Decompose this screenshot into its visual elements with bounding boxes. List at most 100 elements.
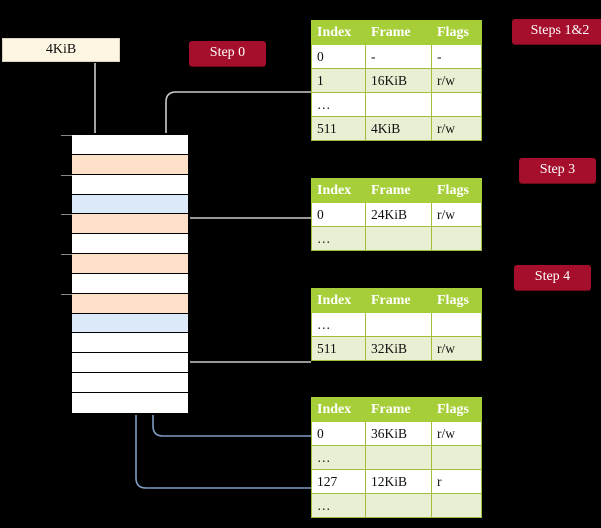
column-header-flags: Flags [431, 20, 482, 45]
column-header-frame: Frame [365, 178, 432, 203]
table-cell-flags: r/w [431, 336, 482, 361]
table-cell-index: 511 [311, 336, 366, 361]
column-header-index: Index [311, 20, 366, 45]
table-cell-frame [365, 226, 432, 251]
column-header-flags: Flags [431, 397, 482, 422]
column-header-index: Index [311, 178, 366, 203]
column-header-frame: Frame [365, 397, 432, 422]
badge-steps-1-2-label: Steps 1&2 [530, 23, 590, 38]
table-cell-index: … [311, 92, 366, 117]
memory-frame-row [72, 214, 188, 235]
table-row: … [311, 445, 482, 470]
table-cell-frame [365, 493, 432, 518]
table-row: 0-- [311, 44, 482, 69]
virtual-address-box: 4KiB [2, 38, 120, 62]
memory-frame-row [72, 313, 188, 334]
wire-lvl2-lookup [169, 314, 311, 363]
memory-frame-tick [61, 214, 72, 216]
table-cell-index: … [311, 226, 366, 251]
memory-frame-row [72, 373, 188, 393]
table-cell-index: … [311, 445, 366, 470]
table-cell-frame: 12KiB [365, 469, 432, 494]
table-cell-index: 1 [311, 68, 366, 93]
table-cell-frame [365, 445, 432, 470]
table-cell-index: 0 [311, 421, 366, 446]
table-cell-flags [431, 445, 482, 470]
column-header-flags: Flags [431, 178, 482, 203]
table-cell-frame: 16KiB [365, 68, 432, 93]
column-header-frame: Frame [365, 288, 432, 313]
table-cell-flags: r/w [431, 116, 482, 141]
memory-frame-row [72, 234, 188, 255]
memory-frame-row [72, 254, 188, 274]
memory-frame-tick [61, 174, 72, 176]
table-cell-index: 0 [311, 202, 366, 227]
table-cell-index: 0 [311, 44, 366, 69]
table-cell-frame [365, 312, 432, 337]
table-cell-index: 511 [311, 116, 366, 141]
memory-frame-row [72, 174, 188, 195]
memory-frame-row [72, 293, 188, 314]
table-cell-index: 127 [311, 469, 366, 494]
column-header-index: Index [311, 288, 366, 313]
memory-frame-tick [61, 135, 72, 136]
badge-step-3: Step 3 [519, 158, 596, 183]
table-cell-flags [431, 493, 482, 518]
memory-frame-tick [61, 293, 72, 295]
table-cell-flags [431, 226, 482, 251]
wire-lvl3-lookup [171, 217, 311, 256]
virtual-address-label: 4KiB [45, 42, 77, 57]
table-cell-flags: r/w [431, 421, 482, 446]
table-cell-frame: - [365, 44, 432, 69]
column-header-index: Index [311, 397, 366, 422]
table-row: … [311, 92, 482, 117]
table-cell-frame: 32KiB [365, 336, 432, 361]
table-cell-index: … [311, 312, 366, 337]
table-cell-frame: 4KiB [365, 116, 432, 141]
badge-steps-1-2: Steps 1&2 [512, 19, 601, 44]
table-row: … [311, 312, 482, 337]
memory-frame-tick [61, 254, 72, 256]
column-header-frame: Frame [365, 20, 432, 45]
table-row: … [311, 226, 482, 251]
badge-step-0-label: Step 0 [209, 45, 246, 60]
memory-frame-row [72, 273, 188, 294]
column-header-flags: Flags [431, 288, 482, 313]
badge-step-4: Step 4 [514, 265, 591, 290]
badge-step-3-label: Step 3 [539, 162, 576, 177]
table-cell-flags: - [431, 44, 482, 69]
table-cell-flags: r [431, 469, 482, 494]
table-cell-frame [365, 92, 432, 117]
memory-frame-row [72, 194, 188, 215]
table-row: … [311, 493, 482, 518]
memory-frame-row [72, 392, 188, 413]
memory-frame-row [72, 353, 188, 374]
memory-frame-row [72, 333, 188, 354]
table-cell-index: … [311, 493, 366, 518]
memory-frame-row [72, 135, 188, 155]
table-cell-flags [431, 312, 482, 337]
table-cell-frame: 36KiB [365, 421, 432, 446]
table-cell-frame: 24KiB [365, 202, 432, 227]
table-cell-flags [431, 92, 482, 117]
badge-step-4-label: Step 4 [534, 269, 571, 284]
table-cell-flags: r/w [431, 68, 482, 93]
table-cell-flags: r/w [431, 202, 482, 227]
physical-memory-column [61, 133, 190, 415]
memory-frame-row [72, 154, 188, 175]
